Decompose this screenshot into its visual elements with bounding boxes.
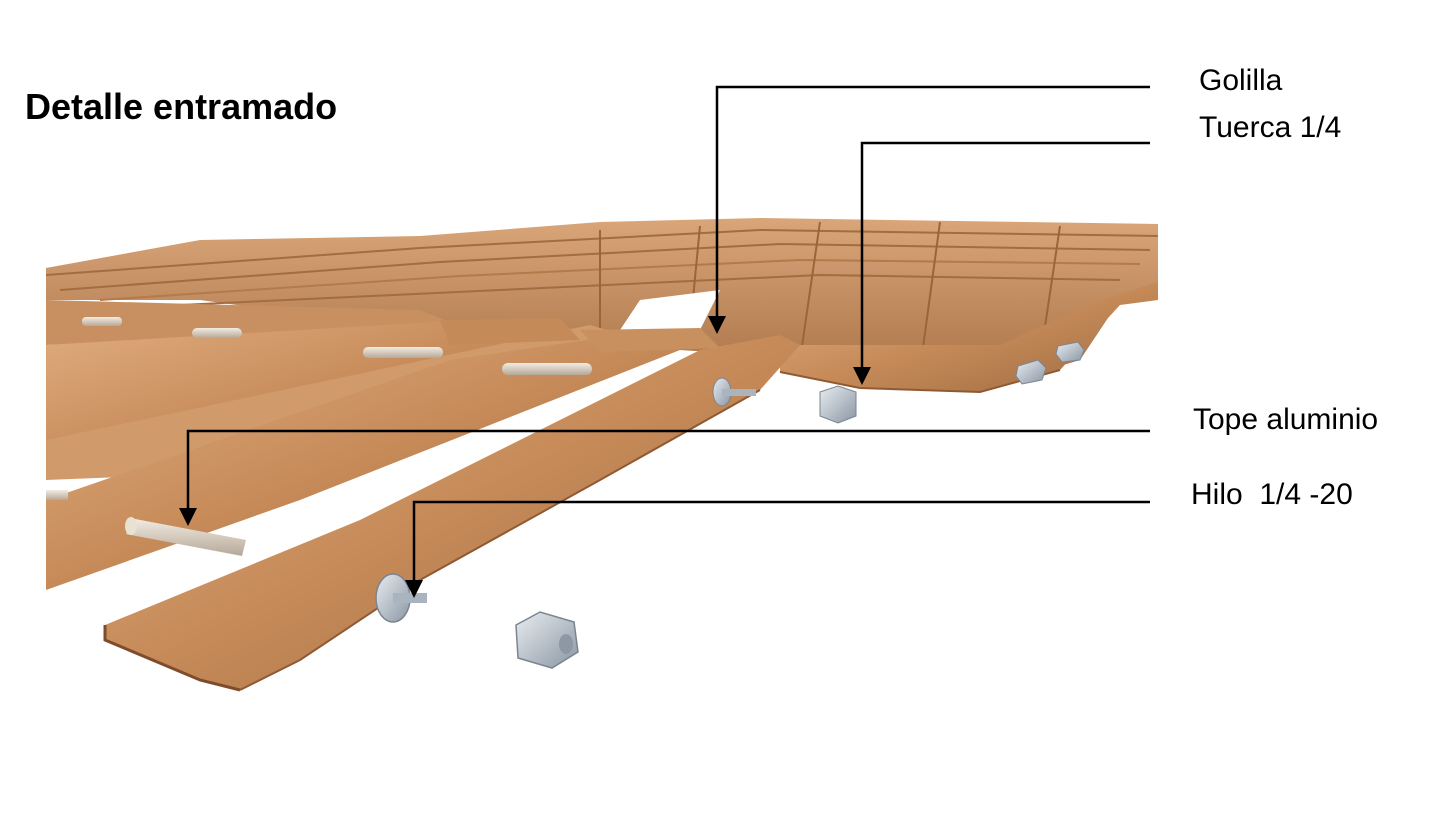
arrowheads: [179, 316, 871, 598]
leader-hilo: [412, 500, 1150, 584]
leader-lines: [186, 85, 1150, 584]
diagram-title: Detalle entramado: [25, 86, 338, 127]
connecting-rods: [46, 317, 592, 556]
leader-tuerca: [860, 141, 1150, 372]
callout-golilla: Golilla: [1199, 64, 1283, 97]
arrowhead-tope: [179, 508, 197, 526]
arrowhead-golilla: [708, 316, 726, 334]
arrowhead-hilo: [405, 580, 423, 598]
leader-golilla: [715, 85, 1150, 320]
leader-tope: [186, 429, 1150, 512]
front-curved-slat: [103, 318, 800, 692]
callout-tope: Tope aluminio: [1193, 403, 1379, 436]
left-slats: [46, 300, 680, 590]
callout-tuerca: Tuerca 1/4: [1199, 111, 1342, 144]
metal-hardware: [375, 341, 1085, 669]
callout-hilo: Hilo 1/4 -20: [1191, 478, 1353, 511]
arrowhead-tuerca: [853, 367, 871, 385]
